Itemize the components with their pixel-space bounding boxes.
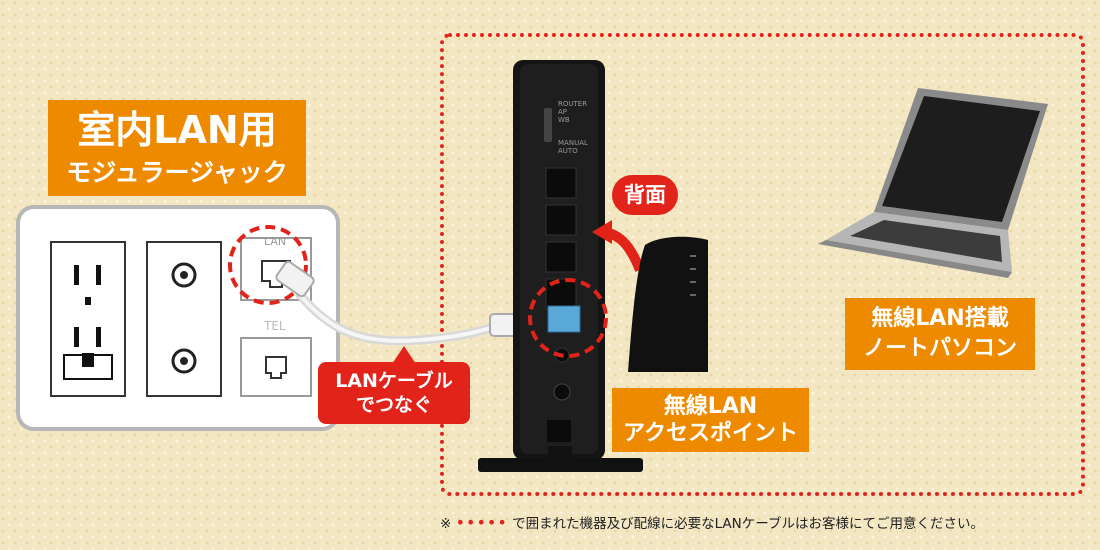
laptop-label-line1: 無線LAN搭載 [871, 306, 1009, 331]
cable-plug-wall [275, 260, 315, 298]
tel-jack: TEL [240, 319, 312, 397]
cable-callout-line2: でつなぐ [355, 394, 432, 416]
modular-jack-label-line1: 室内LAN用 [77, 108, 277, 152]
laptop-label-line2: ノートパソコン [862, 336, 1017, 361]
svg-text:AP: AP [558, 108, 567, 116]
access-point-label: 無線LAN アクセスポイント [612, 388, 809, 452]
access-point-device [628, 236, 708, 372]
power-outlet [50, 241, 126, 397]
wall-lan-highlight [228, 225, 308, 305]
footnote-text: で囲まれた機器及び配線に必要なLANケーブルはお客様にてご用意ください。 [512, 516, 984, 532]
lan-jack-label: LAN [264, 235, 287, 248]
svg-text:WB: WB [558, 116, 570, 124]
cable-callout-line1: LANケーブル [335, 370, 453, 392]
back-view-badge: 背面 [612, 175, 678, 215]
laptop-illustration [818, 88, 1048, 278]
required-equipment-boundary [440, 33, 1085, 496]
tel-port-icon [265, 356, 287, 379]
access-point-label-line1: 無線LAN [663, 394, 758, 419]
laptop-label: 無線LAN搭載 ノートパソコン [845, 298, 1035, 370]
cable-callout: LANケーブル でつなぐ [318, 346, 470, 424]
footnote-mark: ※ [440, 516, 452, 532]
tel-jack-label: TEL [264, 319, 286, 333]
router-port-highlight [528, 278, 608, 358]
footnote-dots: ••••• [455, 513, 508, 532]
svg-text:AUTO: AUTO [558, 147, 578, 155]
modular-jack-label-line2: モジュラージャック [66, 158, 288, 187]
router-switch1-label: ROUTER [558, 100, 587, 108]
router-wan-port [547, 305, 581, 333]
footnote: ※ ••••• で囲まれた機器及び配線に必要なLANケーブルはお客様にてご用意く… [440, 512, 984, 532]
access-point-label-line2: アクセスポイント [623, 421, 798, 446]
router-switch2-label: MANUAL [558, 139, 588, 147]
power-outlet-icon [63, 265, 113, 380]
wall-outlet-plate: LAN TEL [16, 205, 340, 431]
antenna-outlet [146, 241, 222, 397]
modular-jack-label: 室内LAN用 モジュラージャック [48, 100, 306, 196]
coax-connector-icon [171, 262, 197, 374]
